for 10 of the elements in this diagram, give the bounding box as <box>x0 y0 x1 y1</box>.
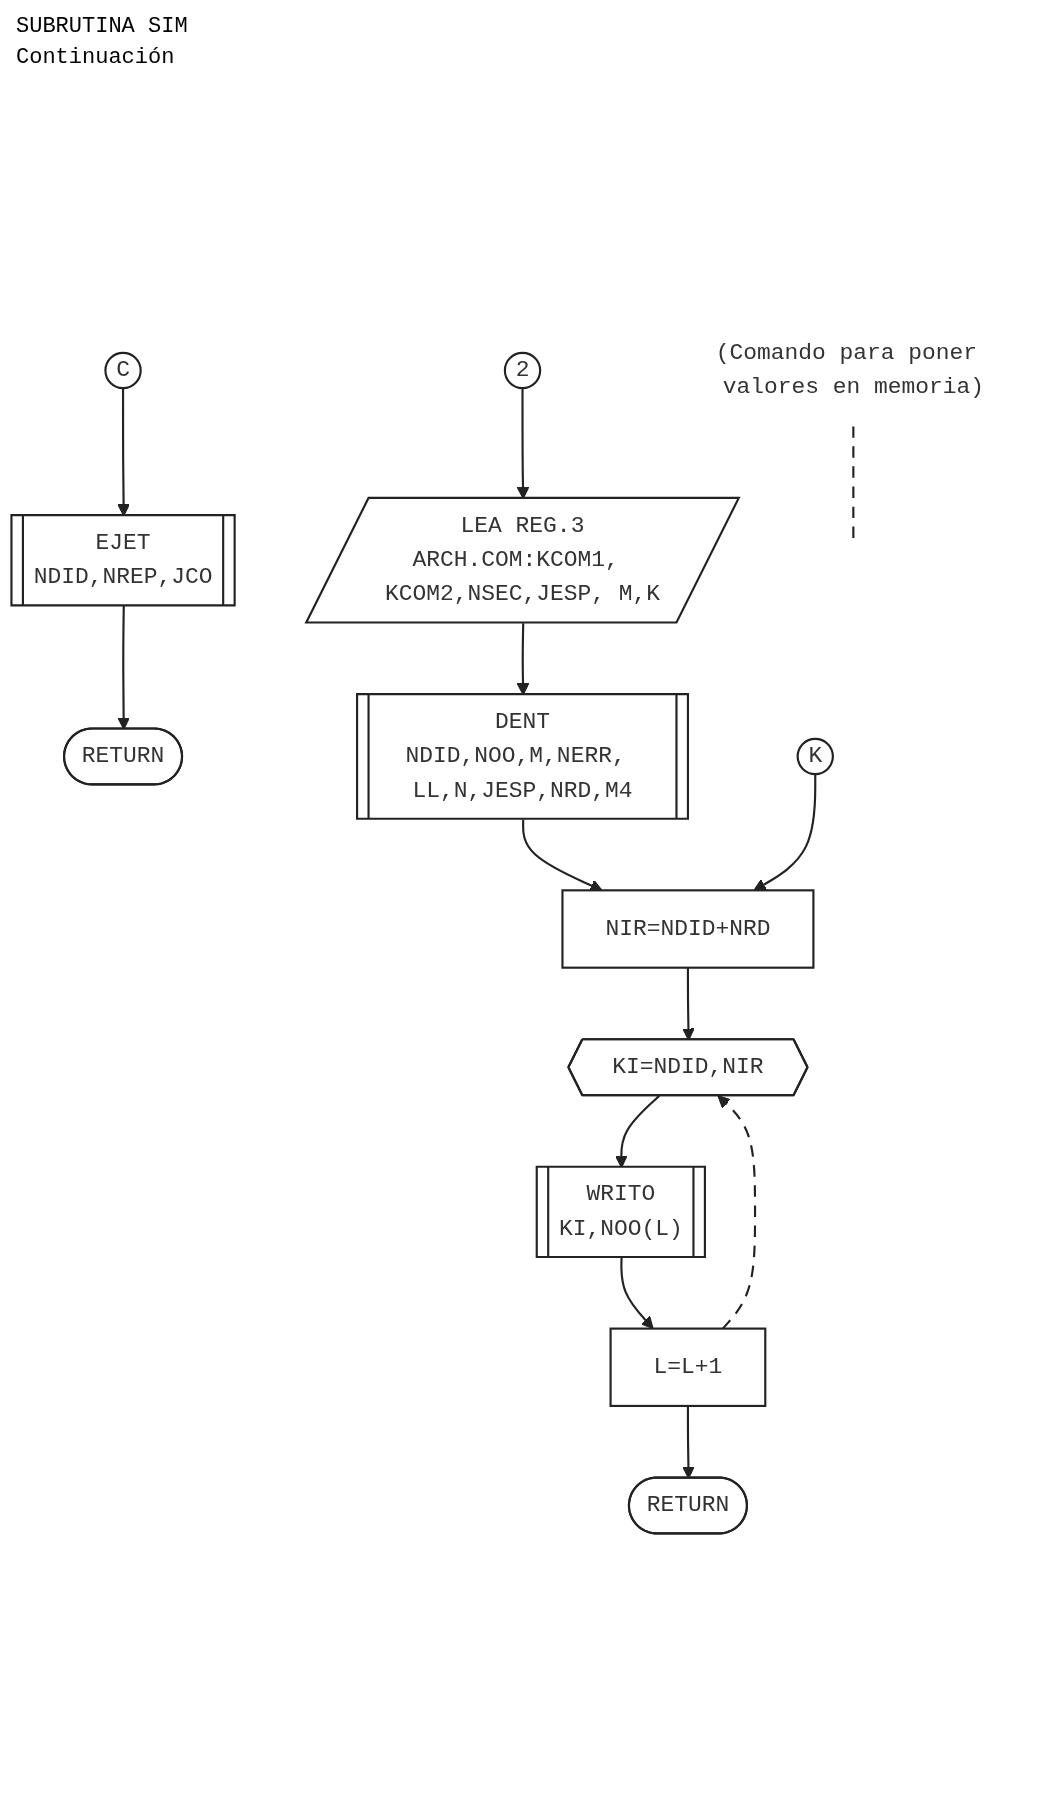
node-text: (Comando para poner valores en memoria) <box>715 340 984 401</box>
title: SUBRUTINA SIM <box>16 14 189 39</box>
note-label: Continuación <box>16 45 176 70</box>
connector <box>852 426 855 539</box>
node-circle: 2 <box>503 351 542 390</box>
node-circle: K <box>796 737 834 776</box>
node-box: L=L+1 <box>609 1327 767 1407</box>
node-box: NIR=NDID+NRD <box>561 889 815 969</box>
arrow <box>753 774 817 891</box>
node-circle: C <box>104 351 142 390</box>
